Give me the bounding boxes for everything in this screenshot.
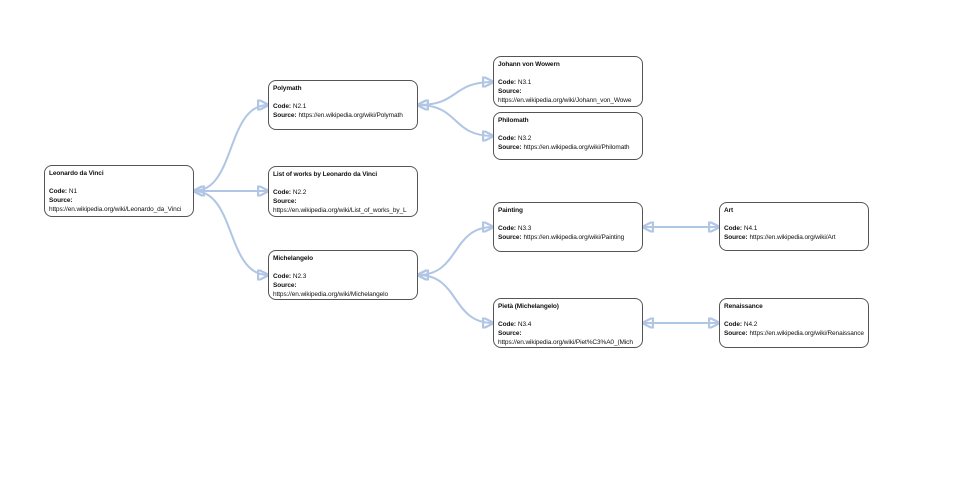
node-code-line: Code:N1 bbox=[49, 187, 189, 196]
source-label: Source: bbox=[498, 144, 522, 151]
source-url: https://en.wikipedia.org/wiki/Leonardo_d… bbox=[49, 206, 182, 213]
edge-n2-1-n3-1 bbox=[418, 82, 493, 105]
node-title: Polymath bbox=[273, 85, 302, 92]
source-url: https://en.wikipedia.org/wiki/Philomath bbox=[523, 144, 630, 151]
source-url: https://en.wikipedia.org/wiki/Piet%C3%A0… bbox=[498, 339, 633, 346]
node-code-line: Code:N2.3 bbox=[273, 272, 413, 281]
source-label: Source: bbox=[273, 198, 297, 205]
code-label: Code: bbox=[273, 103, 291, 110]
node-list-of-works[interactable]: List of works by Leonardo da Vinci Code:… bbox=[268, 166, 418, 217]
node-title: Painting bbox=[498, 207, 523, 214]
source-url: https://en.wikipedia.org/wiki/Painting bbox=[523, 234, 625, 241]
code-label: Code: bbox=[724, 225, 742, 232]
code-label: Code: bbox=[498, 321, 516, 328]
node-michelangelo[interactable]: Michelangelo Code:N2.3 Source: https://en… bbox=[268, 250, 418, 300]
node-code-line: Code:N3.4 bbox=[498, 320, 638, 329]
node-source-line: Source:https://en.wikipedia.org/wiki/Pol… bbox=[273, 111, 413, 120]
node-title: Leonardo da Vinci bbox=[49, 170, 104, 177]
node-title: List of works by Leonardo da Vinci bbox=[273, 171, 378, 178]
source-url: https://en.wikipedia.org/wiki/List_of_wo… bbox=[273, 207, 407, 214]
node-code-line: Code:N2.2 bbox=[273, 188, 413, 197]
node-title: Pietà (Michelangelo) bbox=[498, 303, 559, 310]
edge-n2-1-n3-2 bbox=[418, 105, 493, 136]
code-value: N4.2 bbox=[743, 321, 758, 328]
node-painting[interactable]: Painting Code:N3.3 Source:https://en.wik… bbox=[493, 202, 643, 252]
code-label: Code: bbox=[724, 321, 742, 328]
code-label: Code: bbox=[273, 273, 291, 280]
node-title: Philomath bbox=[498, 117, 529, 124]
node-source-line: Source:https://en.wikipedia.org/wiki/Phi… bbox=[498, 143, 638, 152]
code-value: N2.1 bbox=[292, 103, 307, 110]
node-polymath[interactable]: Polymath Code:N2.1 Source:https://en.wik… bbox=[268, 80, 418, 130]
node-leonardo-da-vinci[interactable]: Leonardo da Vinci Code:N1 Source: https:/… bbox=[44, 165, 194, 217]
code-value: N4.1 bbox=[743, 225, 758, 232]
code-value: N3.2 bbox=[517, 135, 532, 142]
source-label: Source: bbox=[49, 197, 73, 204]
node-title: Michelangelo bbox=[273, 255, 313, 262]
node-title: Johann von Wowern bbox=[498, 61, 560, 68]
source-url: https://en.wikipedia.org/wiki/Renaissanc… bbox=[749, 330, 864, 337]
source-label: Source: bbox=[273, 112, 297, 119]
edge-n2-3-n3-3 bbox=[418, 227, 493, 275]
code-label: Code: bbox=[49, 188, 67, 195]
node-philomath[interactable]: Philomath Code:N3.2 Source:https://en.wi… bbox=[493, 112, 643, 160]
source-label: Source: bbox=[498, 234, 522, 241]
node-source-line: Source: https://en.wikipedia.org/wiki/Lis… bbox=[273, 197, 413, 215]
node-code-line: Code:N4.2 bbox=[724, 320, 864, 329]
edge-n1-n2-1 bbox=[194, 105, 268, 191]
code-value: N3.1 bbox=[517, 79, 532, 86]
source-label: Source: bbox=[724, 330, 748, 337]
node-art[interactable]: Art Code:N4.1 Source:https://en.wikipedi… bbox=[719, 202, 869, 251]
node-source-line: Source: https://en.wikipedia.org/wiki/Pie… bbox=[498, 329, 638, 347]
code-value: N3.3 bbox=[517, 225, 532, 232]
node-source-line: Source: https://en.wikipedia.org/wiki/Leo… bbox=[49, 196, 189, 214]
code-value: N2.3 bbox=[292, 273, 307, 280]
node-johann-von-wowern[interactable]: Johann von Wowern Code:N3.1 Source: https… bbox=[493, 56, 643, 107]
code-value: N3.4 bbox=[517, 321, 532, 328]
node-source-line: Source:https://en.wikipedia.org/wiki/Pai… bbox=[498, 233, 638, 242]
code-label: Code: bbox=[273, 189, 291, 196]
edge-n1-n2-3 bbox=[194, 191, 268, 275]
node-code-line: Code:N4.1 bbox=[724, 224, 864, 233]
node-title: Art bbox=[724, 207, 734, 214]
source-label: Source: bbox=[498, 88, 522, 95]
node-source-line: Source: https://en.wikipedia.org/wiki/Joh… bbox=[498, 87, 638, 105]
source-label: Source: bbox=[498, 330, 522, 337]
source-label: Source: bbox=[273, 282, 297, 289]
node-code-line: Code:N3.2 bbox=[498, 134, 638, 143]
source-url: https://en.wikipedia.org/wiki/Johann_von… bbox=[498, 97, 632, 104]
source-url: https://en.wikipedia.org/wiki/Michelange… bbox=[273, 291, 389, 298]
code-value: N2.2 bbox=[292, 189, 307, 196]
node-title: Renaissance bbox=[724, 303, 763, 310]
code-label: Code: bbox=[498, 79, 516, 86]
node-source-line: Source:https://en.wikipedia.org/wiki/Ren… bbox=[724, 329, 864, 338]
node-code-line: Code:N3.3 bbox=[498, 224, 638, 233]
node-source-line: Source:https://en.wikipedia.org/wiki/Art bbox=[724, 233, 864, 242]
code-label: Code: bbox=[498, 135, 516, 142]
edge-n2-3-n3-4 bbox=[418, 275, 493, 323]
source-url: https://en.wikipedia.org/wiki/Art bbox=[749, 234, 836, 241]
node-code-line: Code:N2.1 bbox=[273, 102, 413, 111]
node-code-line: Code:N3.1 bbox=[498, 78, 638, 87]
code-value: N1 bbox=[68, 188, 78, 195]
node-renaissance[interactable]: Renaissance Code:N4.2 Source:https://en.… bbox=[719, 298, 869, 348]
node-source-line: Source: https://en.wikipedia.org/wiki/Mic… bbox=[273, 281, 413, 299]
code-label: Code: bbox=[498, 225, 516, 232]
node-pieta-michelangelo[interactable]: Pietà (Michelangelo) Code:N3.4 Source: ht… bbox=[493, 298, 643, 348]
source-url: https://en.wikipedia.org/wiki/Polymath bbox=[298, 112, 403, 119]
source-label: Source: bbox=[724, 234, 748, 241]
